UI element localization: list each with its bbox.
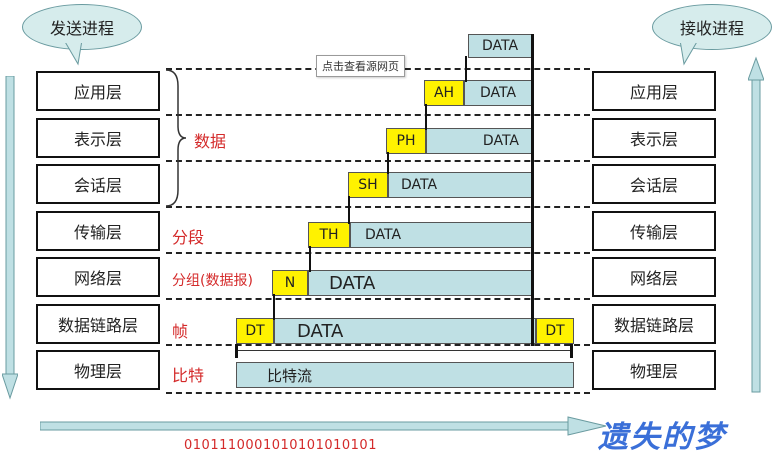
separator-line	[166, 392, 590, 394]
datalink-data-block: DATA	[274, 318, 536, 344]
sender-layer-2: 会话层	[36, 164, 160, 204]
annotation-segment: 分段	[172, 228, 205, 247]
sender-layer-5: 数据链路层	[36, 303, 160, 344]
watermark-logo: 遗失的梦	[598, 420, 726, 455]
physical-bitstream-block: 比特流	[236, 362, 574, 388]
view-source-tooltip[interactable]: 点击查看源网页	[316, 55, 405, 77]
layer-label: 传输层	[629, 222, 678, 242]
receiver-layer-1: 表示层	[592, 117, 716, 158]
frame-bracket-left	[235, 344, 238, 358]
th-header: TH	[308, 222, 350, 248]
separator-line	[166, 344, 590, 346]
data-text: DATA	[481, 38, 519, 54]
receiver-layer-6: 物理层	[592, 350, 716, 390]
data-text: DATA	[479, 85, 517, 101]
frame-bracket	[236, 350, 572, 351]
data-text: DATA	[297, 320, 344, 342]
annotation-frame: 帧	[172, 322, 189, 341]
data-text: DATA	[329, 272, 376, 294]
separator-line	[166, 252, 590, 254]
sender-bubble-tail	[63, 40, 83, 66]
sender-label: 发送进程	[49, 19, 114, 38]
header-step-line	[348, 196, 350, 224]
sender-layer-0: 应用层	[36, 71, 160, 111]
receiver-bubble-tail	[679, 40, 699, 66]
layer-label: 表示层	[629, 129, 678, 149]
down-arrow	[2, 76, 18, 400]
up-arrow	[748, 56, 764, 393]
layer-label: 数据链路层	[57, 315, 138, 335]
receiver-layer-4: 网络层	[592, 257, 716, 297]
sh-header: SH	[348, 172, 388, 198]
annotation-bits: 比特	[172, 366, 205, 385]
sender-layer-3: 传输层	[36, 210, 160, 251]
layer-label: 应用层	[73, 83, 122, 102]
header-step-line	[309, 246, 311, 272]
n-header: N	[272, 270, 308, 296]
receiver-layer-0: 应用层	[592, 71, 716, 111]
sender-layer-4: 网络层	[36, 257, 160, 297]
receiver-bubble: 接收进程	[652, 4, 772, 50]
bitstream-text: 比特流	[267, 366, 313, 385]
transmission-arrow	[40, 416, 607, 436]
presentation-data-block: DATA	[426, 128, 532, 154]
layer-label: 数据链路层	[613, 315, 694, 335]
data-text: DATA	[482, 133, 519, 149]
dt-trailer: DT	[536, 318, 574, 344]
header-step-line	[387, 152, 389, 174]
receiver-layer-3: 传输层	[592, 210, 716, 251]
data-text: DATA	[365, 227, 402, 243]
header-step-line	[273, 294, 275, 320]
layer-label: 会话层	[73, 176, 122, 195]
layer-label: 物理层	[629, 362, 678, 381]
data-text: DATA	[401, 177, 438, 193]
frame-bracket-right	[570, 344, 573, 358]
session-data-block: DATA	[388, 172, 532, 198]
layer-label: 网络层	[629, 269, 678, 288]
separator-line	[166, 114, 590, 116]
layer-label: 表示层	[73, 129, 122, 149]
annotation-packet: 分组(数据报)	[172, 273, 253, 289]
layer-label: 物理层	[73, 362, 122, 381]
network-data-block: DATA	[308, 270, 532, 296]
right-connector-line	[531, 34, 534, 346]
layer-label: 应用层	[629, 83, 678, 102]
header-step-line	[425, 104, 427, 130]
top-data-block: DATA	[468, 34, 532, 58]
layer-label: 传输层	[73, 222, 122, 242]
sender-layer-1: 表示层	[36, 117, 160, 158]
bitstream-digits: 0101110001010101010101	[184, 438, 377, 453]
ph-header: PH	[386, 128, 426, 154]
app-data-block: DATA	[464, 80, 532, 106]
sender-layer-6: 物理层	[36, 350, 160, 390]
dt-header: DT	[236, 318, 274, 344]
layer-label: 会话层	[629, 176, 678, 195]
data-brace	[165, 69, 187, 207]
transport-data-block: DATA	[350, 222, 532, 248]
separator-line	[166, 298, 590, 300]
separator-line	[166, 160, 590, 162]
receiver-label: 接收进程	[679, 19, 744, 38]
layer-label: 网络层	[73, 269, 122, 288]
separator-line	[166, 206, 590, 208]
receiver-layer-2: 会话层	[592, 164, 716, 204]
header-step-line	[465, 56, 467, 82]
ah-header: AH	[424, 80, 464, 106]
receiver-layer-5: 数据链路层	[592, 303, 716, 344]
annotation-data: 数据	[194, 132, 227, 151]
